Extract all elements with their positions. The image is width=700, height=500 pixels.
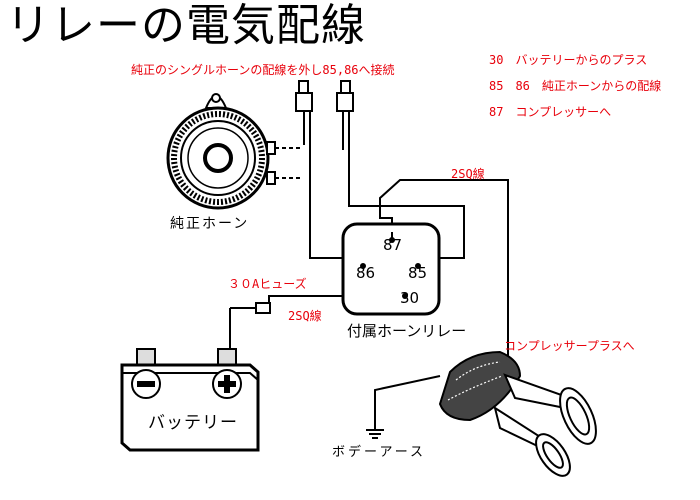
relay-pin-85: 85 [408, 264, 428, 282]
horn-graphic [166, 93, 276, 210]
fuse-label: ３０Aヒューズ [228, 277, 307, 291]
wire-label-2sq-top: 2SQ線 [451, 167, 485, 181]
wire-label-2sq-mid: 2SQ線 [288, 309, 322, 323]
fuse-symbol [255, 302, 271, 314]
relay-pin-30: 30 [400, 289, 420, 307]
horn-label: 純正ホーン [170, 216, 250, 232]
legend-item-85-86: 85 86 純正ホーンからの配線 [489, 79, 662, 93]
battery-label: バッテリー [148, 413, 238, 433]
battery-graphic [120, 348, 260, 452]
legend-item-87: 87 コンプレッサーへ [489, 105, 612, 119]
horn-connectors [295, 80, 354, 112]
wiring-note: 純正のシングルホーンの配線を外し85,86へ接続 [131, 63, 395, 77]
compressor-plus-label: コンプレッサープラスへ [504, 339, 635, 353]
page-title: リレーの電気配線 [6, 0, 366, 51]
air-horn-graphic [438, 350, 597, 477]
relay-pin-87: 87 [383, 236, 403, 254]
relay-graphic [341, 222, 441, 316]
ground-label: ボデーアース [332, 445, 427, 460]
legend-item-30: 30 バッテリーからのプラス [489, 53, 648, 67]
relay-pin-86: 86 [356, 264, 376, 282]
relay-label: 付属ホーンリレー [347, 322, 467, 340]
